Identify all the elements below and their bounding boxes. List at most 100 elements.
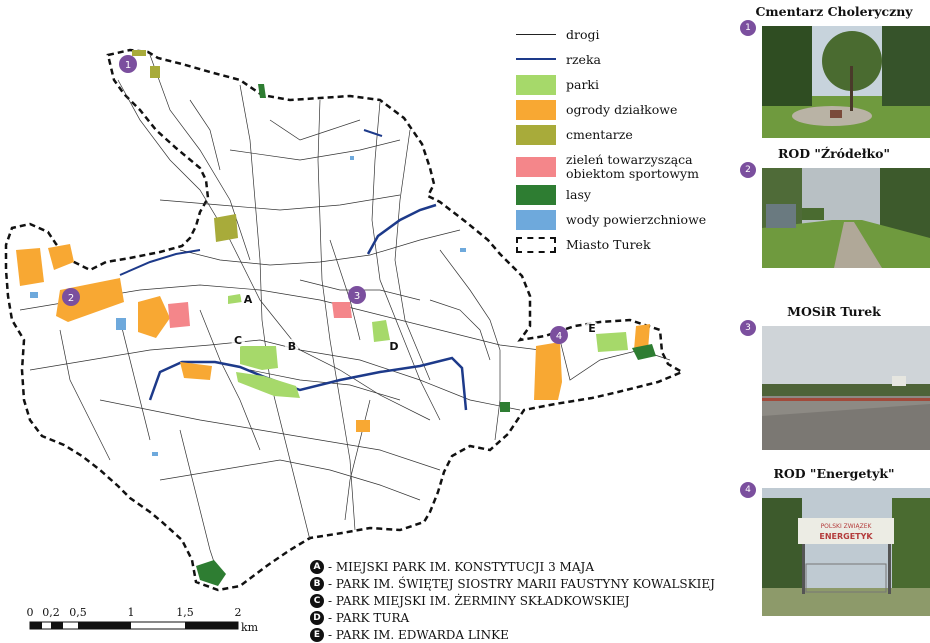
sport-swatch — [516, 157, 556, 177]
svg-text:1: 1 — [128, 606, 135, 619]
park-label-c: C — [231, 333, 245, 347]
sport-areas — [168, 302, 352, 328]
legend-item-cemeteries: cmentarze — [516, 124, 633, 146]
photo-cemetery — [762, 26, 930, 138]
legend-label: wody powierzchniowe — [566, 212, 707, 227]
svg-text:0: 0 — [27, 606, 34, 619]
legend-label: parki — [566, 77, 600, 92]
scale-bar: 0 0,2 0,5 1 1,5 2 km — [27, 606, 259, 634]
park-item-a: A - MIEJSKI PARK IM. KONSTYTUCJI 3 MAJA — [310, 558, 740, 575]
legend-item-forests: lasy — [516, 184, 591, 206]
river-nw — [363, 129, 383, 137]
legend-label: Miasto Turek — [566, 237, 651, 252]
forests-swatch — [516, 185, 556, 205]
river-north — [366, 203, 437, 255]
legend-label: zieleń towarzysząca obiektom sportowym — [566, 152, 699, 181]
svg-text:2: 2 — [235, 606, 242, 619]
svg-text:D: D — [389, 340, 398, 353]
photo-allotment-zrodelko — [762, 168, 930, 280]
legend-label: cmentarze — [566, 127, 633, 142]
waters-swatch — [516, 210, 556, 230]
svg-text:3: 3 — [354, 291, 360, 302]
marker-4: 4 — [550, 326, 568, 344]
photo-number-badge: 3 — [740, 320, 756, 336]
park-item-e: E - PARK IM. EDWARDA LINKE — [310, 626, 740, 643]
photo-number-badge: 1 — [740, 20, 756, 36]
svg-text:0,5: 0,5 — [69, 606, 87, 619]
letter-b-icon: B — [310, 576, 324, 591]
svg-text:1: 1 — [125, 60, 131, 71]
letter-e-icon: E — [310, 627, 324, 642]
svg-text:POLSKI ZWIĄZEK: POLSKI ZWIĄZEK — [821, 523, 873, 530]
legend-label: drogi — [566, 27, 600, 42]
photo-title: ROD "Źródełko" — [777, 146, 891, 161]
photo-title: ROD "Energetyk" — [773, 466, 895, 481]
svg-text:km: km — [241, 621, 259, 634]
legend-item-roads: drogi — [516, 24, 600, 46]
park-name: - MIEJSKI PARK IM. KONSTYTUCJI 3 MAJA — [328, 559, 594, 574]
legend-item-sport: zieleń towarzysząca obiektom sportowym — [516, 152, 699, 182]
park-label-d: D — [387, 339, 401, 353]
river-west — [119, 249, 201, 276]
svg-text:4: 4 — [556, 331, 562, 342]
park-item-d: D - PARK TURA — [310, 609, 740, 626]
letter-d-icon: D — [310, 610, 324, 625]
photo-number-badge: 2 — [740, 162, 756, 178]
cemeteries-swatch — [516, 125, 556, 145]
allotments-swatch — [516, 100, 556, 120]
legend-label: rzeka — [566, 52, 601, 67]
photo-block-3: MOSiR Turek 3 — [738, 304, 930, 454]
marker-2: 2 — [62, 288, 80, 306]
legend-label: lasy — [566, 187, 591, 202]
legend-item-parks: parki — [516, 74, 599, 96]
legend-item-river: rzeka — [516, 49, 601, 71]
park-name: - PARK TURA — [328, 610, 410, 625]
letter-a-icon: A — [310, 559, 324, 574]
legend-item-boundary: Miasto Turek — [516, 234, 651, 256]
marker-1: 1 — [119, 55, 137, 73]
parks — [228, 294, 628, 398]
photo-column: Cmentarz Choleryczny 1 ROD "Źródełko" 2 — [738, 0, 930, 643]
park-name: - PARK IM. ŚWIĘTEJ SIOSTRY MARII FAUSTYN… — [328, 576, 715, 591]
legend-item-waters: wody powierzchniowe — [516, 209, 706, 231]
surface-waters — [30, 156, 466, 456]
forests — [196, 84, 656, 586]
boundary-swatch — [516, 237, 556, 253]
roads-swatch — [516, 25, 556, 45]
marker-3: 3 — [348, 286, 366, 304]
svg-text:C: C — [234, 334, 242, 347]
river-swatch — [516, 50, 556, 70]
legend-item-allotments: ogrody działkowe — [516, 99, 677, 121]
legend-label: ogrody działkowe — [566, 102, 678, 117]
river-main — [148, 356, 468, 411]
photo-title: Cmentarz Choleryczny — [755, 4, 913, 19]
photo-title: MOSiR Turek — [787, 304, 881, 319]
cemeteries — [132, 50, 238, 242]
photo-allotment-energetyk: POLSKI ZWIĄZEK ENERGETYK — [762, 488, 930, 616]
parks-swatch — [516, 75, 556, 95]
photo-number-badge: 4 — [740, 482, 756, 498]
svg-text:A: A — [244, 293, 253, 306]
park-label-e: E — [585, 321, 599, 335]
svg-text:2: 2 — [68, 293, 74, 304]
park-item-b: B - PARK IM. ŚWIĘTEJ SIOSTRY MARII FAUST… — [310, 575, 740, 592]
svg-text:ENERGETYK: ENERGETYK — [819, 532, 873, 541]
park-label-a: A — [241, 292, 255, 306]
letter-c-icon: C — [310, 593, 324, 608]
svg-text:1,5: 1,5 — [176, 606, 194, 619]
photo-mosir — [762, 326, 930, 450]
allotment-gardens — [16, 244, 650, 432]
park-name: - PARK IM. EDWARDA LINKE — [328, 627, 509, 642]
roads — [19, 54, 671, 581]
park-list: A - MIEJSKI PARK IM. KONSTYTUCJI 3 MAJA … — [310, 558, 740, 643]
photo-block-1: Cmentarz Choleryczny 1 — [738, 4, 930, 144]
city-map: 1 2 3 4 A B C D E 0 0,2 0,5 1 1,5 2 — [4, 48, 685, 634]
svg-text:0,2: 0,2 — [42, 606, 60, 619]
svg-text:B: B — [288, 340, 296, 353]
svg-text:E: E — [588, 322, 596, 335]
photo-block-4: ROD "Energetyk" 4 POLSKI ZWIĄZEK ENERGET… — [738, 466, 930, 636]
park-item-c: C - PARK MIEJSKI IM. ŻERMINY SKŁADKOWSKI… — [310, 592, 740, 609]
city-boundary — [4, 48, 685, 592]
park-name: - PARK MIEJSKI IM. ŻERMINY SKŁADKOWSKIEJ — [328, 593, 630, 608]
park-label-b: B — [285, 339, 299, 353]
